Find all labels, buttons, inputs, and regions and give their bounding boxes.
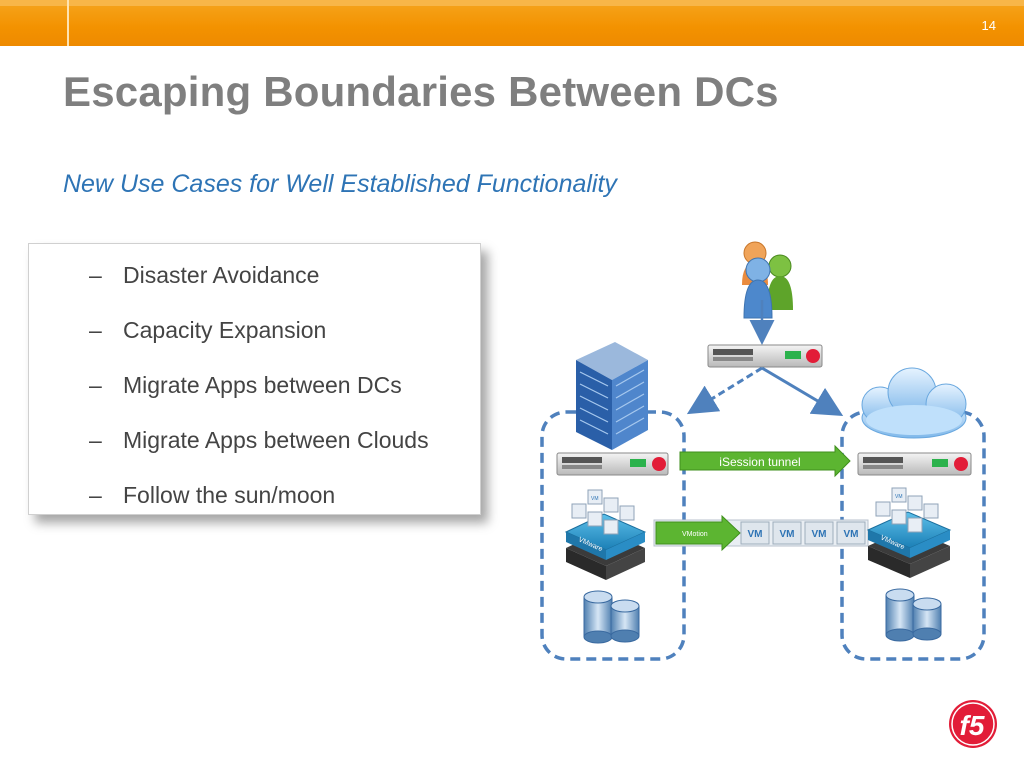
use-case-item: –Migrate Apps between DCs bbox=[89, 370, 429, 425]
slide-subtitle: New Use Cases for Well Established Funct… bbox=[63, 170, 617, 198]
database-icon bbox=[885, 588, 942, 642]
users-icon bbox=[742, 241, 793, 319]
load-balancer-icon bbox=[556, 452, 669, 476]
use-case-label: Disaster Avoidance bbox=[123, 262, 320, 288]
tunnel-label: iSession tunnel bbox=[719, 455, 800, 469]
slide-title: Escaping Boundaries Between DCs bbox=[63, 68, 779, 115]
vmotion-label: VMotion bbox=[682, 531, 708, 538]
cloud-icon bbox=[861, 367, 967, 439]
lb-to-left-dc-arrow bbox=[686, 366, 763, 415]
use-case-label: Follow the sun/moon bbox=[123, 482, 336, 508]
use-case-item: –Follow the sun/moon bbox=[89, 480, 429, 535]
header-highlight bbox=[0, 0, 1024, 6]
bullet-dash: – bbox=[89, 317, 102, 343]
header-bar: 14 bbox=[0, 0, 1024, 46]
vm-tile-label: VM bbox=[591, 496, 599, 502]
isession-tunnel-arrow: iSession tunnel bbox=[679, 444, 851, 478]
use-case-box: –Disaster Avoidance –Capacity Expansion … bbox=[28, 243, 481, 515]
vm-label: VM bbox=[812, 529, 827, 540]
bullet-dash: – bbox=[89, 372, 102, 398]
vmotion-strip: VMotion VM VM VM VM bbox=[653, 514, 869, 552]
bullet-dash: – bbox=[89, 482, 102, 508]
use-case-label: Capacity Expansion bbox=[123, 317, 327, 343]
logo-text: f5 bbox=[960, 710, 985, 741]
load-balancer-icon bbox=[857, 452, 972, 476]
vmware-server-stack-icon: VMware VM bbox=[564, 489, 647, 580]
f5-logo: f5 bbox=[949, 700, 997, 748]
lb-to-right-dc-arrow bbox=[761, 366, 844, 417]
vmware-server-stack-icon: VMware VM bbox=[866, 487, 952, 578]
vm-label: VM bbox=[780, 529, 795, 540]
load-balancer-icon bbox=[707, 344, 823, 368]
database-icon bbox=[583, 590, 640, 644]
bullet-dash: – bbox=[89, 262, 102, 288]
vm-label: VM bbox=[748, 529, 763, 540]
use-case-label: Migrate Apps between Clouds bbox=[123, 427, 429, 453]
use-case-item: –Migrate Apps between Clouds bbox=[89, 425, 429, 480]
bullet-dash: – bbox=[89, 427, 102, 453]
vm-label: VM bbox=[844, 529, 859, 540]
page-number: 14 bbox=[981, 18, 996, 33]
use-case-item: –Capacity Expansion bbox=[89, 315, 429, 370]
use-case-list: –Disaster Avoidance –Capacity Expansion … bbox=[89, 260, 429, 535]
header-divider bbox=[67, 0, 69, 46]
building-icon bbox=[576, 342, 648, 450]
use-case-label: Migrate Apps between DCs bbox=[123, 372, 402, 398]
use-case-item: –Disaster Avoidance bbox=[89, 260, 429, 315]
vm-tile-label: VM bbox=[895, 494, 903, 500]
